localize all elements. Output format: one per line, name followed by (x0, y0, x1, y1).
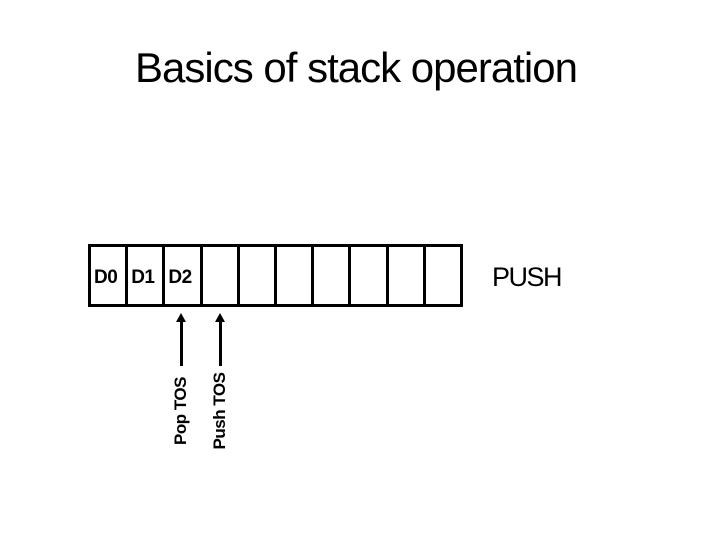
stack-cell-6 (314, 247, 352, 304)
stack-cell-9 (426, 247, 460, 304)
stack-cell-4 (240, 247, 278, 304)
arrow-head (215, 313, 225, 322)
push-operation-label: PUSH (492, 262, 563, 292)
stack-cell-7 (351, 247, 389, 304)
stack-cell-0: D0 (91, 247, 129, 304)
arrow-shaft (218, 322, 222, 366)
stack-cell-3 (203, 247, 240, 304)
arrow-head (176, 313, 186, 322)
stack-cell-1: D1 (128, 247, 166, 304)
stack-cell-label: D1 (131, 266, 155, 288)
stack-cell-5 (277, 247, 315, 304)
stack-register: D0 D1 D2 (88, 244, 463, 307)
stack-cell-label: D0 (94, 266, 118, 288)
stack-cell-8 (389, 247, 426, 304)
push-tos-arrow-icon (215, 313, 225, 366)
pop-tos-arrow-icon (176, 313, 186, 366)
stack-cell-label: D2 (168, 266, 192, 288)
slide-title: Basics of stack operation (135, 44, 578, 91)
pop-tos-label: Pop TOS (171, 377, 190, 445)
stack-cell-2: D2 (165, 247, 203, 304)
push-tos-label: Push TOS (210, 372, 229, 450)
arrow-shaft (179, 322, 183, 366)
